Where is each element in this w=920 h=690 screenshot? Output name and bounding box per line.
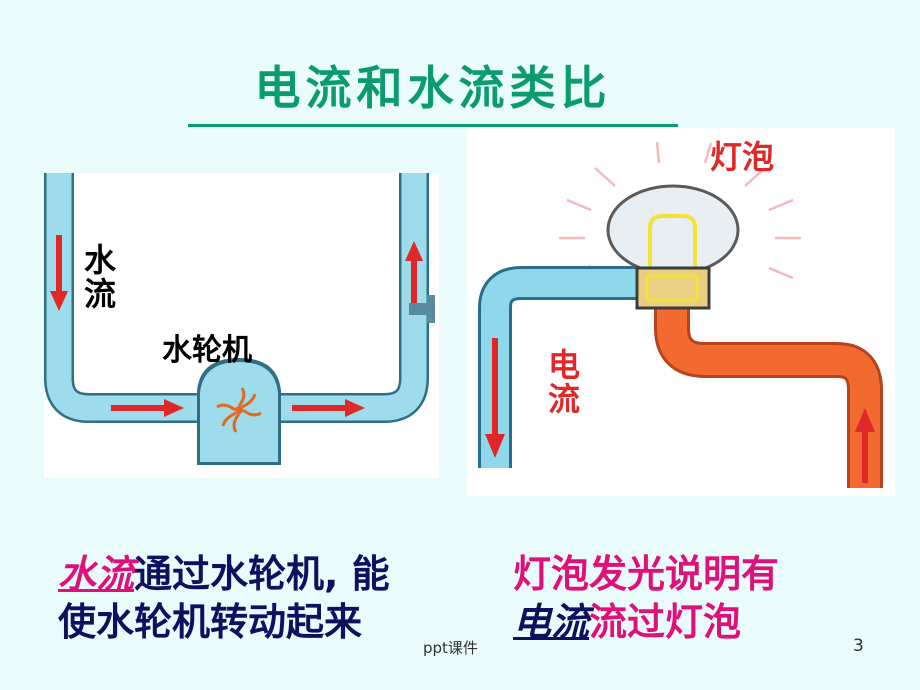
current-caption-line1: 灯泡发光说明有 <box>513 552 780 596</box>
pipe-tap-handle <box>427 295 435 323</box>
orange-wire <box>654 300 883 488</box>
current-caption: 灯泡发光说明有 电流流过灯泡 <box>513 550 779 646</box>
electric-current-diagram: 灯泡 电流 <box>467 128 895 496</box>
current-caption-line2: 流过灯泡 <box>589 600 742 644</box>
current-arrows <box>485 338 875 483</box>
water-flow-diagram: 水流 水轮机 <box>44 173 439 478</box>
bulb-glass <box>606 184 740 276</box>
water-caption-line2: 使水轮机转动起来 <box>58 600 363 644</box>
current-caption-highlight: 电流 <box>513 600 590 644</box>
water-flow-label: 水流 <box>79 243 117 311</box>
flow-arrows <box>50 235 423 417</box>
page-number: 3 <box>853 636 864 656</box>
turbine-rotor <box>216 387 262 433</box>
water-caption-highlight: 水流 <box>58 552 135 596</box>
pipe-tap <box>409 303 431 315</box>
water-caption: 水流通过水轮机, 能 使水轮机转动起来 <box>58 550 390 646</box>
bulb-label: 灯泡 <box>710 138 775 176</box>
current-label: 电流 <box>543 348 581 416</box>
footer-source: ppt课件 <box>423 639 478 657</box>
slide-title: 电流和水流类比 <box>188 52 678 127</box>
electric-circuit-drawing <box>478 141 883 488</box>
water-caption-line1: 通过水轮机, 能 <box>134 552 390 596</box>
light-rays <box>559 141 801 280</box>
bulb-filament <box>648 214 697 274</box>
turbine-label: 水轮机 <box>162 333 252 368</box>
water-pipe-drawing <box>44 173 435 465</box>
